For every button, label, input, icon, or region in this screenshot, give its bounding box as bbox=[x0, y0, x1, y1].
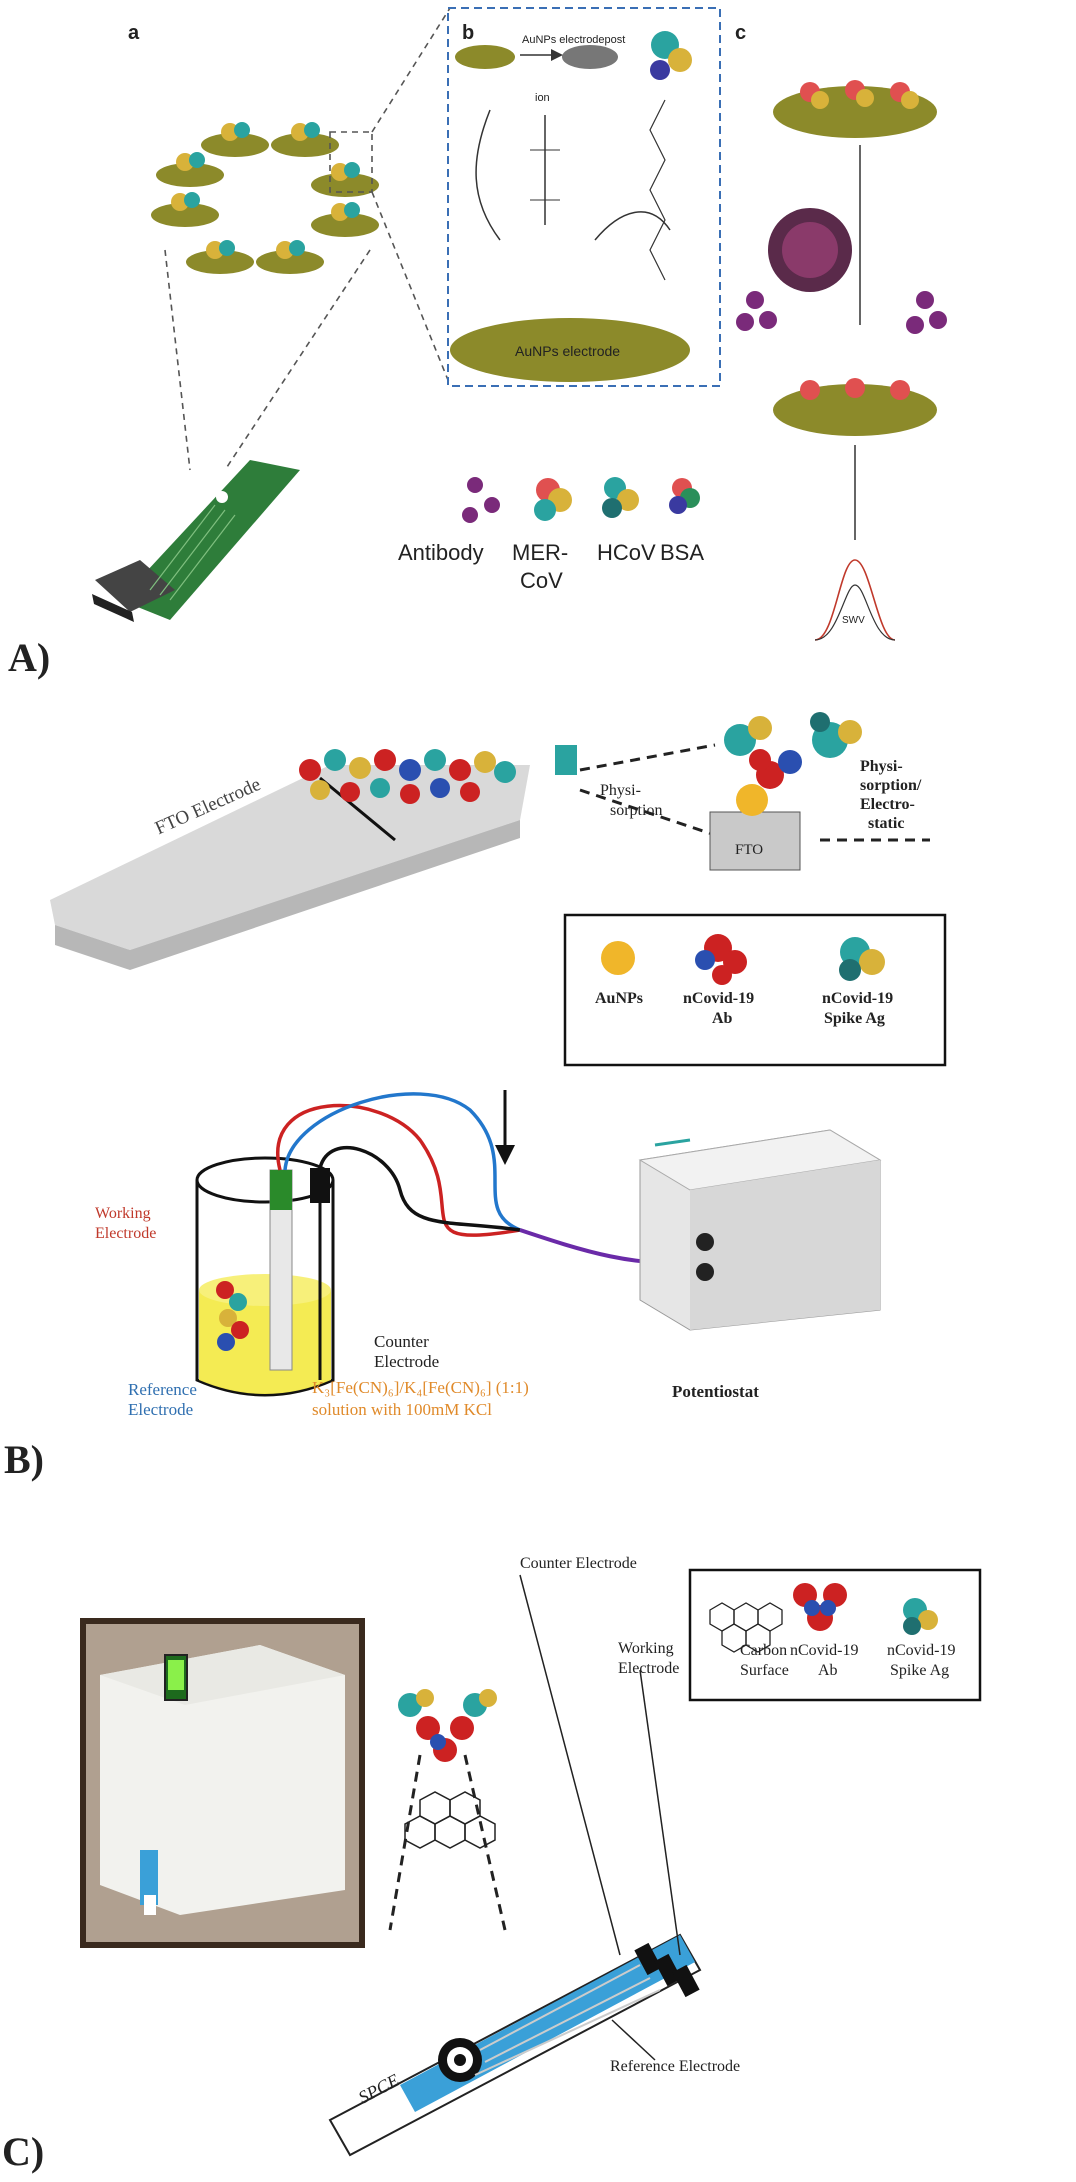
counter-electrode-2: Electrode bbox=[374, 1352, 440, 1371]
legend-cov: CoV bbox=[520, 568, 563, 593]
pcb-sensor bbox=[92, 460, 300, 622]
ion-label: ion bbox=[535, 92, 550, 104]
panel-a-legend-icons bbox=[462, 477, 700, 523]
counter-electrode-1: Counter bbox=[374, 1332, 429, 1351]
fto-electrode-slab bbox=[50, 745, 577, 970]
panel-c: Carbon Surface nCovid-19 Ab nCovid-19 Sp… bbox=[0, 1500, 1076, 2182]
legend-b-ag-1: nCovid-19 bbox=[822, 990, 894, 1007]
zoom-lines-a bbox=[164, 7, 451, 471]
antibody-icon bbox=[695, 934, 747, 985]
legend-b-ag-2: Spike Ag bbox=[824, 1010, 885, 1027]
legend-c-ag-2: Spike Ag bbox=[890, 1662, 950, 1679]
panel-c-illustration bbox=[80, 1568, 982, 2157]
legend-bsa: BSA bbox=[660, 540, 705, 565]
spike-ag-icon-c bbox=[903, 1598, 938, 1635]
legend-b-ab-2: Ab bbox=[712, 1010, 733, 1027]
legend-antibody: Antibody bbox=[398, 540, 484, 565]
panel-b-illustration bbox=[50, 712, 947, 1397]
aunps-electrode-label: AuNPs electrode bbox=[515, 343, 621, 359]
legend-mer: MER- bbox=[512, 540, 569, 565]
wires bbox=[276, 1092, 701, 1265]
legend-b-ab-1: nCovid-19 bbox=[683, 990, 755, 1007]
swv-label: SWV bbox=[842, 615, 865, 626]
legend-c-carbon-1: Carbon bbox=[740, 1642, 788, 1659]
reference-electrode-1: Reference bbox=[128, 1380, 197, 1399]
panel-a: a b c AuNPs electrodepost ion AuNPs elec… bbox=[0, 0, 1076, 690]
sub-label-a: a bbox=[128, 22, 140, 44]
reference-electrode-c: Reference Electrode bbox=[610, 2058, 741, 2075]
antibody-spike-zoom bbox=[398, 1689, 497, 1762]
working-electrode-c-2: Electrode bbox=[618, 1660, 680, 1677]
panel-b-box bbox=[447, 7, 721, 387]
legend-c-ag-1: nCovid-19 bbox=[887, 1642, 956, 1659]
working-electrode-c-1: Working bbox=[618, 1640, 674, 1657]
legend-c-ab-1: nCovid-19 bbox=[790, 1642, 859, 1659]
carbon-surface-icon bbox=[709, 1602, 783, 1653]
panel-letter-b: B) bbox=[4, 1437, 44, 1482]
leader-lines-c bbox=[519, 1574, 681, 2061]
carbon-hexagons bbox=[404, 1791, 496, 1849]
legend-box-b bbox=[563, 913, 947, 1067]
working-electrode-2: Electrode bbox=[95, 1225, 157, 1242]
zoom-lines-b bbox=[579, 743, 930, 842]
working-electrode-1: Working bbox=[95, 1205, 151, 1222]
fto-zoom bbox=[709, 712, 862, 871]
legend-hcov: HCoV bbox=[597, 540, 656, 565]
zoom-lines-c bbox=[388, 1754, 507, 1931]
potentiostat-label: Potentiostat bbox=[672, 1382, 759, 1401]
legend-c-carbon-2: Surface bbox=[740, 1662, 789, 1679]
panel-letter-c: C) bbox=[2, 2129, 45, 2174]
fto-label: FTO bbox=[735, 842, 764, 858]
physi-right-1: Physi- bbox=[860, 758, 903, 775]
spike-ag-icon bbox=[839, 937, 885, 981]
solution-line-2: solution with 100mM KCl bbox=[312, 1400, 492, 1419]
aunps-electrodepost-label: AuNPs electrodepost bbox=[522, 34, 626, 46]
potentiostat-device bbox=[638, 1129, 882, 1331]
aunps-icon bbox=[601, 941, 635, 975]
solution-line-1: K₃[Fe(CN)₆]/K₄[Fe(CN)₆] (1:1) bbox=[312, 1378, 529, 1397]
physi-left-1: Physi- bbox=[600, 782, 641, 799]
reader-device-photo bbox=[80, 1618, 365, 1948]
legend-b-aunps: AuNPs bbox=[595, 990, 644, 1007]
electrochemical-cell bbox=[195, 1156, 335, 1397]
legend-c-ab-2: Ab bbox=[818, 1662, 838, 1679]
physi-right-2: sorption/ bbox=[860, 777, 922, 794]
disk-ring bbox=[151, 122, 379, 274]
panel-b: FTO Electrode Physi- sorption FTO Physi-… bbox=[0, 690, 1076, 1500]
sub-label-c: c bbox=[735, 22, 747, 44]
reference-electrode-2: Electrode bbox=[128, 1400, 194, 1419]
counter-electrode-c: Counter Electrode bbox=[520, 1555, 637, 1572]
physi-right-4: static bbox=[868, 815, 905, 832]
panel-c-binding-steps bbox=[736, 80, 947, 641]
spce-strip bbox=[328, 1933, 702, 2157]
physi-left-2: sorption bbox=[610, 802, 663, 819]
sub-label-b: b bbox=[462, 22, 475, 44]
physi-right-3: Electro- bbox=[860, 796, 915, 813]
antibody-icon-c bbox=[793, 1583, 847, 1631]
panel-a-illustration bbox=[92, 7, 947, 641]
panel-letter-a: A) bbox=[8, 635, 51, 680]
aunps-chemistry bbox=[450, 31, 692, 382]
